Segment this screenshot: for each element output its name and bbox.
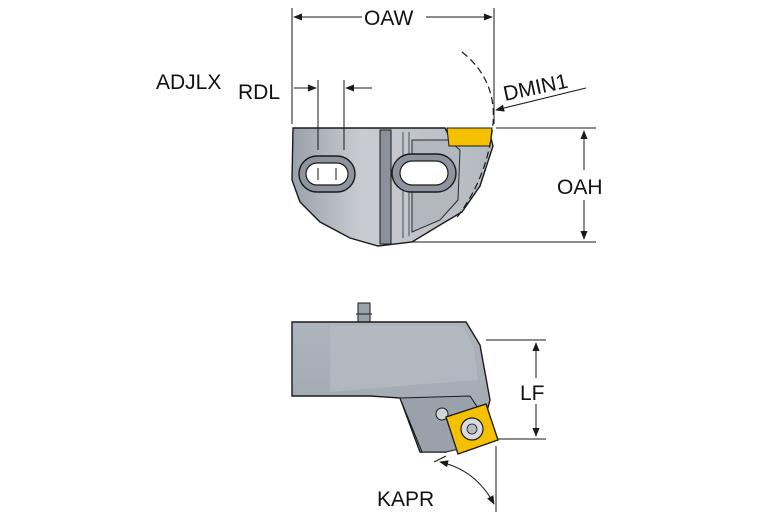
oah-label: OAH — [557, 176, 603, 199]
adjust-slot-right — [391, 153, 457, 193]
dmin1-arc — [454, 51, 494, 221]
top-view: OAW ADJLX RDL DMIN1 OAH — [156, 7, 603, 247]
clamp-screw — [435, 407, 449, 421]
lf-label: LF — [520, 382, 545, 405]
top-view-insert — [446, 127, 493, 147]
oaw-label: OAW — [364, 7, 414, 30]
kapr-label: KAPR — [377, 488, 434, 511]
top-view-groove — [379, 129, 392, 245]
side-view-stub — [357, 302, 371, 324]
side-view-insert — [445, 403, 499, 455]
rdl-label: RDL — [238, 81, 280, 104]
adjust-slot-left — [298, 155, 356, 193]
kapr-arc — [439, 460, 495, 505]
adjlx-label: ADJLX — [156, 71, 221, 94]
side-view: LF KAPR — [291, 302, 546, 512]
